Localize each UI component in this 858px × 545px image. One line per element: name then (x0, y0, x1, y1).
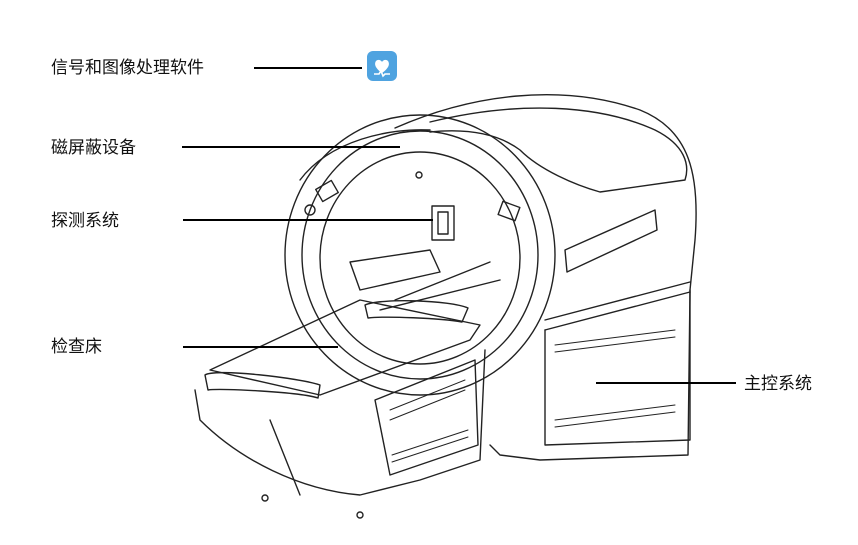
ring-vent-left (315, 179, 339, 203)
magnet-ring-mid (301, 130, 539, 380)
bed-head-rail (204, 371, 321, 399)
detector-panel (431, 205, 455, 241)
leader-bed (183, 346, 338, 348)
cabinet-vents (554, 329, 676, 428)
ring-vent-right (497, 200, 521, 222)
bed-top (209, 299, 481, 396)
bed-pillow (364, 300, 469, 323)
housing-top-panel (429, 107, 688, 193)
label-bed: 检查床 (51, 337, 102, 357)
leader-software (254, 67, 362, 69)
bed-base (194, 349, 486, 496)
leader-control (596, 382, 736, 384)
leader-detection (183, 219, 433, 221)
label-control: 主控系统 (744, 374, 812, 394)
heart-pulse-glyph (374, 59, 390, 78)
housing-outline (394, 94, 697, 461)
magnet-ring-outer (284, 114, 556, 396)
magnet-ring-inner (319, 151, 521, 365)
housing-side-slot (564, 209, 658, 273)
label-software: 信号和图像处理软件 (51, 58, 204, 78)
leader-shield (182, 146, 400, 148)
control-cabinet (544, 289, 691, 446)
bed-side-panel (374, 359, 479, 476)
heart-pulse-icon (367, 51, 397, 81)
bore-table-rail (349, 249, 441, 291)
label-detection: 探测系统 (51, 211, 119, 231)
label-shield: 磁屏蔽设备 (51, 138, 136, 158)
